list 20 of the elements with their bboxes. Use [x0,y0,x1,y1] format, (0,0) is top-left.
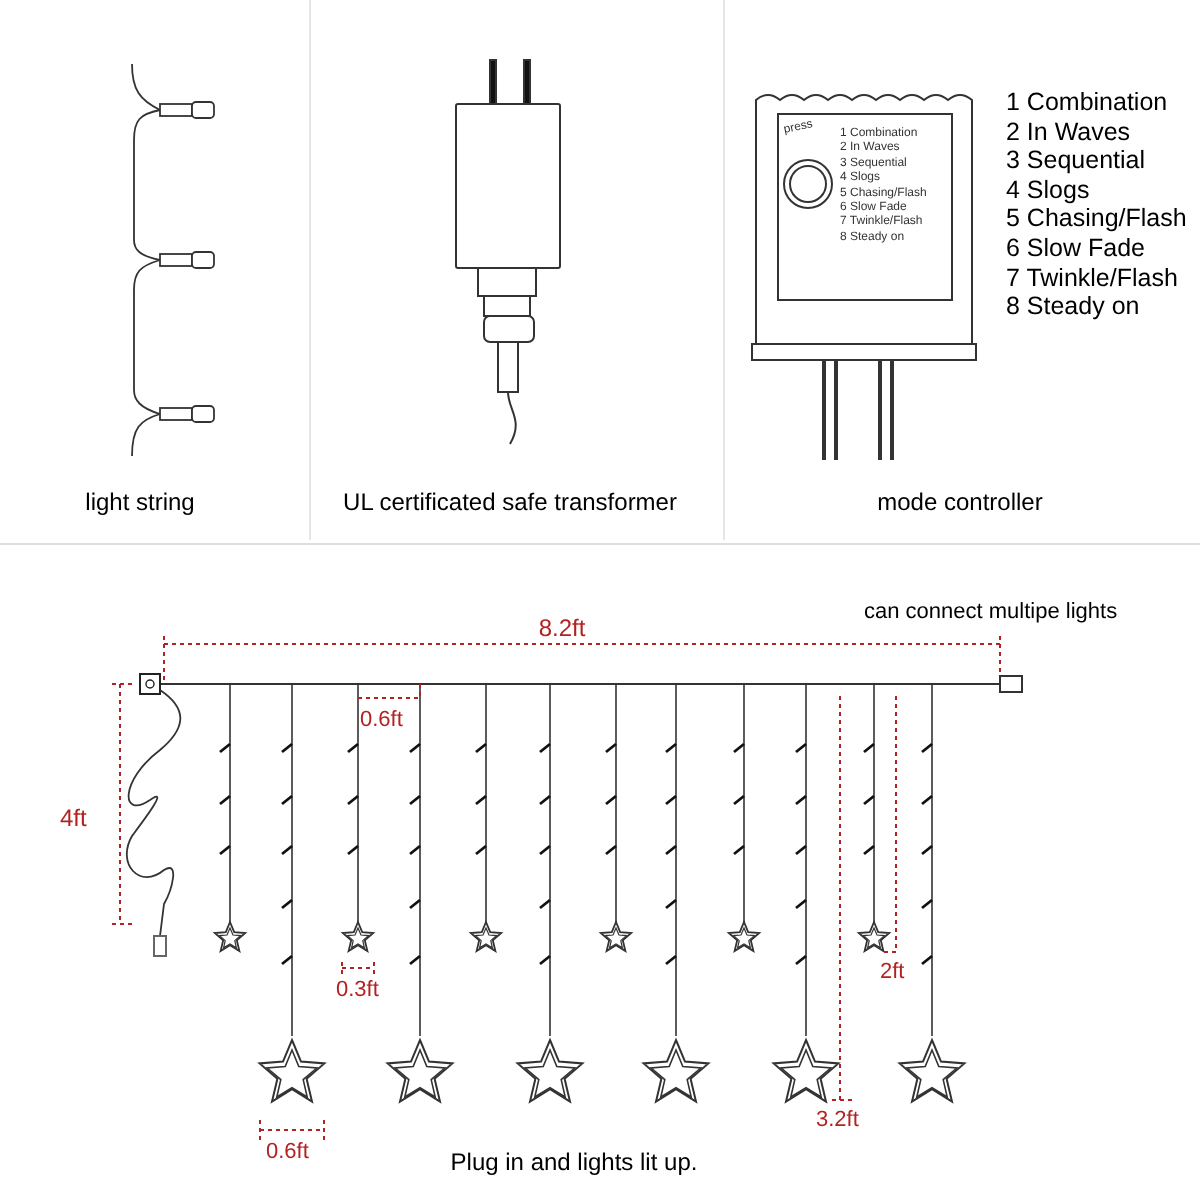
mode-list-item: 2 In Waves [1006,117,1131,148]
panel-caption: UL certificated safe transformer [343,486,677,520]
panel-caption: mode controller [877,486,1043,520]
mode-list-item: 6 Slow Fade [1006,234,1145,264]
dimension-label: 2ft [880,958,905,988]
dimension-label: 8.2ft [538,612,586,646]
mode-list-item: 7 Twinkle/Flash [1006,263,1178,294]
dimension-label: 0.3ft [336,976,379,1006]
mode-list-item: 8 Steady on [1006,292,1140,323]
mode-list-item: 5 Chasing/Flash [1006,204,1187,235]
callout-note: can connect multipe lights [864,598,1118,628]
caption-text: Plug in and lights lit up. [450,1146,698,1180]
dimension-label: 0.6ft [360,706,403,736]
panel-caption: light string [85,486,195,520]
dimension-label: 0.6ft [266,1138,309,1168]
dimension-label: 4ft [60,802,87,836]
mode-list-item: 3 Sequential [1006,146,1146,177]
dimension-label: 3.2ft [816,1106,859,1136]
mode-list-item: 4 Slogs [1006,175,1090,206]
mode-list-item: 1 Combination [1006,88,1168,118]
